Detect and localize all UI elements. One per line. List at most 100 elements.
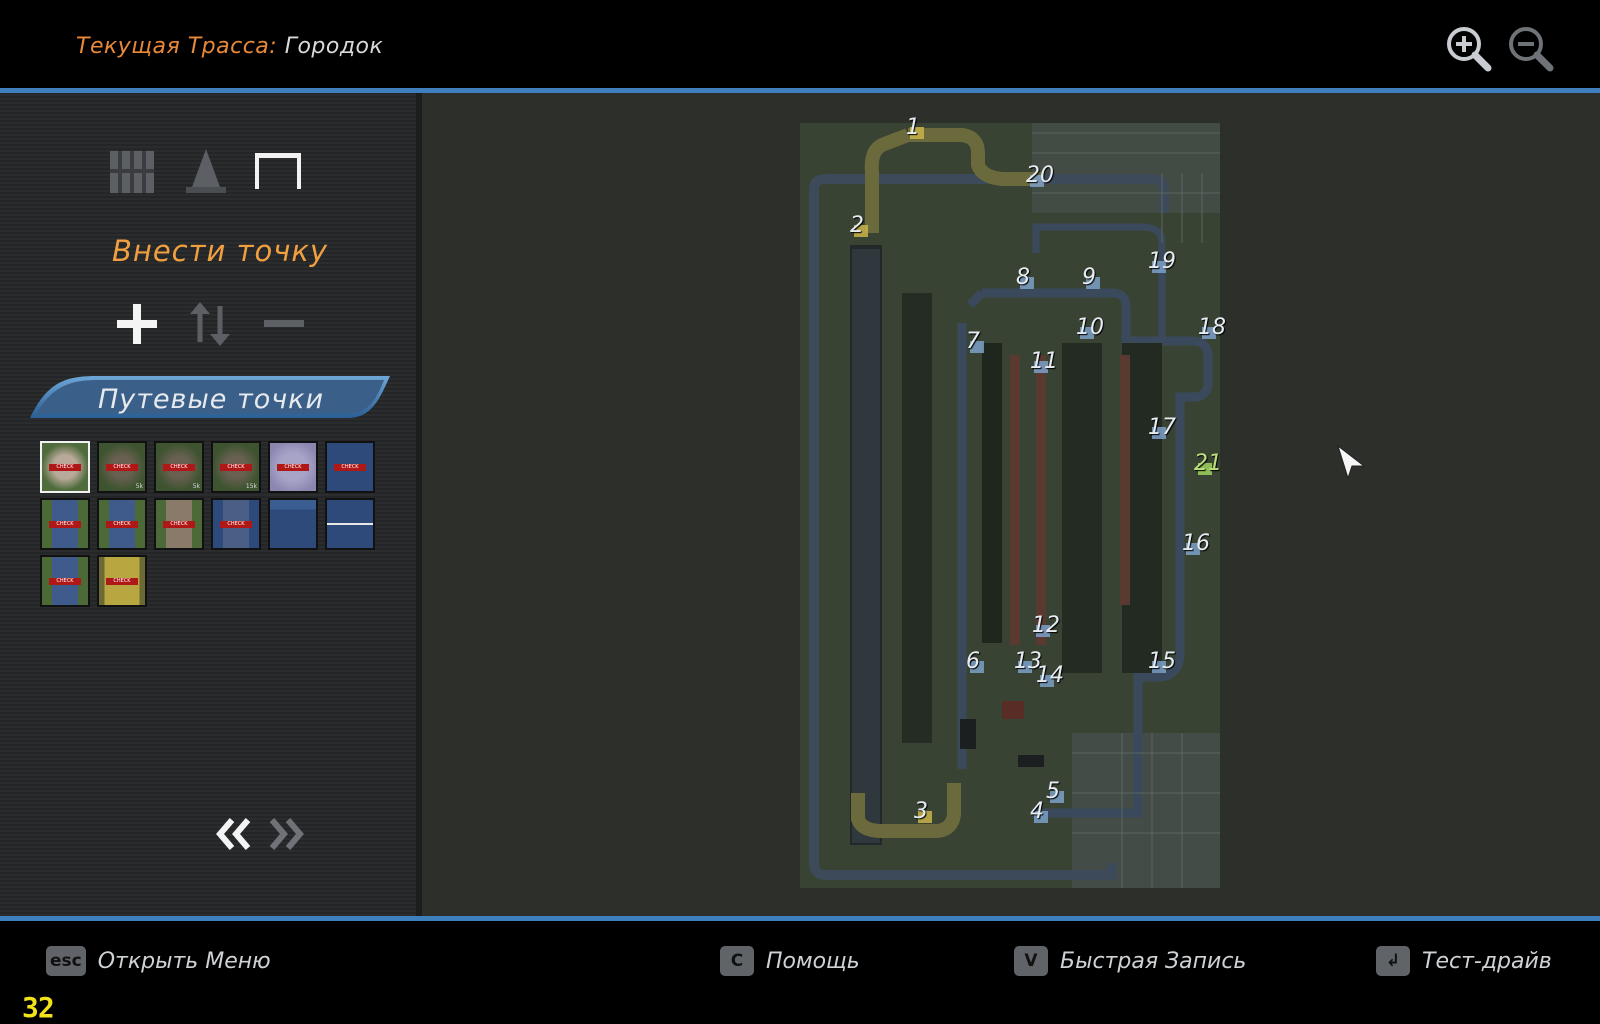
waypoint-object-thumb[interactable]: CHECK [268, 441, 318, 493]
waypoint-marker-5[interactable] [1050, 791, 1064, 803]
current-track-title: Текущая Трасса: Городок [76, 34, 383, 59]
check-label: CHECK [220, 464, 252, 471]
barrier-icon[interactable] [108, 147, 156, 195]
waypoint-marker-19[interactable] [1152, 261, 1166, 273]
waypoint-number[interactable]: 5 [1046, 779, 1060, 804]
waypoint-marker-17[interactable] [1152, 427, 1166, 439]
plus-icon[interactable] [113, 300, 161, 348]
waypoint-object-thumb[interactable] [268, 498, 318, 550]
waypoint-number[interactable]: 6 [966, 649, 980, 674]
waypoint-marker-3[interactable] [918, 811, 932, 823]
waypoint-object-thumb[interactable]: CHECK [325, 441, 375, 493]
test-drive-hint[interactable]: ↲ Тест-драйв [1376, 943, 1552, 979]
checkpoint-gate-icon[interactable] [254, 147, 302, 195]
track-map-drawing [800, 123, 1220, 888]
waypoint-object-thumb[interactable]: CHECK 5k [97, 441, 147, 493]
waypoint-object-thumb[interactable]: CHECK [154, 498, 204, 550]
waypoint-marker-21[interactable] [1198, 463, 1212, 475]
waypoint-number[interactable]: 21 [1194, 451, 1222, 476]
zoom-out-icon[interactable] [1506, 24, 1554, 72]
top-divider [0, 88, 1600, 93]
tab-waypoints[interactable]: Путевые точки [28, 374, 394, 422]
waypoint-marker-15[interactable] [1152, 661, 1166, 673]
double-chevron-right-icon[interactable] [268, 816, 306, 852]
waypoint-marker-20[interactable] [1030, 175, 1044, 187]
check-label: CHECK [106, 464, 138, 471]
waypoint-number[interactable]: 10 [1076, 315, 1104, 340]
waypoint-marker-2[interactable] [854, 225, 868, 237]
waypoint-marker-16[interactable] [1186, 543, 1200, 555]
distance-label: 5k [135, 483, 143, 490]
waypoint-number[interactable]: 12 [1032, 613, 1060, 638]
help-hint[interactable]: C Помощь [720, 943, 860, 979]
waypoint-number[interactable]: 3 [914, 799, 928, 824]
waypoint-marker-7[interactable] [970, 341, 984, 353]
quick-save-hint[interactable]: V Быстрая Запись [1014, 943, 1246, 979]
current-track-label: Текущая Трасса: [76, 34, 278, 59]
waypoint-number[interactable]: 1 [906, 115, 920, 140]
enter-key: ↲ [1376, 946, 1410, 976]
waypoint-number[interactable]: 11 [1030, 349, 1058, 374]
waypoint-object-thumb[interactable]: CHECK [97, 498, 147, 550]
waypoint-marker-4[interactable] [1034, 811, 1048, 823]
open-menu-label: Открыть Меню [97, 948, 271, 974]
waypoint-marker-10[interactable] [1080, 327, 1094, 339]
check-label: CHECK [163, 464, 195, 471]
mode-title: Внести точку [111, 234, 329, 268]
cone-icon[interactable] [182, 147, 230, 195]
waypoint-number[interactable]: 20 [1026, 163, 1054, 188]
swap-icon[interactable] [186, 300, 234, 348]
c-key: C [720, 946, 754, 976]
waypoint-marker-6[interactable] [970, 661, 984, 673]
waypoint-number[interactable]: 16 [1182, 531, 1210, 556]
waypoint-object-thumb[interactable]: CHECK [40, 498, 90, 550]
waypoint-object-thumb[interactable]: CHECK 5k [154, 441, 204, 493]
waypoint-number[interactable]: 2 [850, 213, 864, 238]
waypoint-object-thumb[interactable]: CHECK [40, 555, 90, 607]
v-key: V [1014, 946, 1048, 976]
waypoint-number[interactable]: 7 [966, 329, 980, 354]
check-label: CHECK [49, 464, 81, 471]
help-label: Помощь [766, 948, 860, 974]
waypoint-marker-12[interactable] [1036, 625, 1050, 637]
distance-label: 5k [192, 483, 200, 490]
zoom-in-icon[interactable] [1444, 24, 1492, 72]
waypoint-number[interactable]: 15 [1148, 649, 1176, 674]
waypoint-marker-18[interactable] [1202, 327, 1216, 339]
waypoint-marker-1[interactable] [910, 127, 924, 139]
waypoint-number[interactable]: 17 [1148, 415, 1176, 440]
waypoint-marker-9[interactable] [1086, 277, 1100, 289]
check-label: CHECK [106, 578, 138, 585]
check-label: CHECK [277, 464, 309, 471]
waypoint-number[interactable]: 14 [1036, 663, 1064, 688]
bottom-bar: esc Открыть Меню C Помощь V Быстрая Запи… [0, 921, 1600, 1024]
quick-save-label: Быстрая Запись [1060, 948, 1247, 974]
waypoint-marker-14[interactable] [1040, 675, 1054, 687]
waypoint-object-thumb[interactable] [325, 498, 375, 550]
open-menu-hint[interactable]: esc Открыть Меню [46, 943, 271, 979]
double-chevron-left-icon[interactable] [214, 816, 252, 852]
bottom-divider [0, 916, 1600, 921]
waypoint-number[interactable]: 19 [1148, 249, 1176, 274]
top-bar: Текущая Трасса: Городок [0, 0, 1600, 88]
waypoint-object-thumb[interactable]: CHECK [97, 555, 147, 607]
mouse-cursor-icon [1336, 444, 1368, 484]
current-track-name: Городок [284, 34, 384, 59]
check-label: CHECK [49, 521, 81, 528]
waypoint-number[interactable]: 9 [1082, 265, 1096, 290]
waypoint-number[interactable]: 13 [1014, 649, 1042, 674]
waypoint-object-thumb[interactable]: CHECK [40, 441, 90, 493]
check-label: CHECK [49, 578, 81, 585]
minus-icon[interactable] [260, 300, 308, 348]
waypoint-marker-11[interactable] [1034, 361, 1048, 373]
waypoint-number[interactable]: 4 [1030, 799, 1044, 824]
panel-edge [416, 93, 422, 916]
waypoint-marker-13[interactable] [1018, 661, 1032, 673]
waypoint-number[interactable]: 8 [1016, 265, 1030, 290]
check-label: CHECK [334, 464, 366, 471]
waypoint-object-thumb[interactable]: CHECK [211, 498, 261, 550]
waypoint-number[interactable]: 18 [1198, 315, 1226, 340]
waypoint-marker-8[interactable] [1020, 277, 1034, 289]
